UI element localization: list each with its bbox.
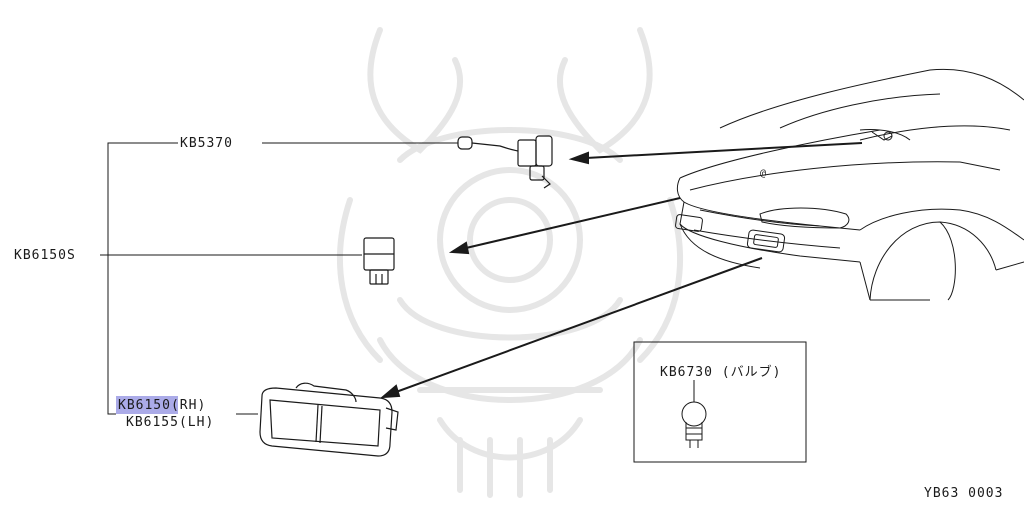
- leader-lines: [100, 142, 458, 415]
- kb6150s-socket-part: [363, 237, 395, 285]
- part-label-kb6730[interactable]: KB6730 (バルブ): [660, 365, 782, 380]
- samurai-helmet-watermark-icon: [337, 27, 683, 498]
- kb5370-socket-part: [457, 135, 553, 189]
- part-label-kb6155-lh[interactable]: KB6155(LH): [126, 415, 215, 430]
- svg-text:@: @: [760, 168, 766, 179]
- part-label-kb6150s[interactable]: KB6150S: [14, 248, 76, 263]
- side-marker-lamp-part: [259, 382, 399, 457]
- part-label-kb6150-rh[interactable]: KB6150(RH): [118, 398, 207, 413]
- pointer-arrows: [380, 142, 863, 399]
- part-number-highlight: [116, 396, 178, 414]
- diagram-code: YB63 0003: [924, 486, 1004, 501]
- part-label-kb5370[interactable]: KB5370: [180, 136, 233, 151]
- bulb-detail-inset: [633, 341, 807, 463]
- car-illustration: @: [675, 68, 1024, 301]
